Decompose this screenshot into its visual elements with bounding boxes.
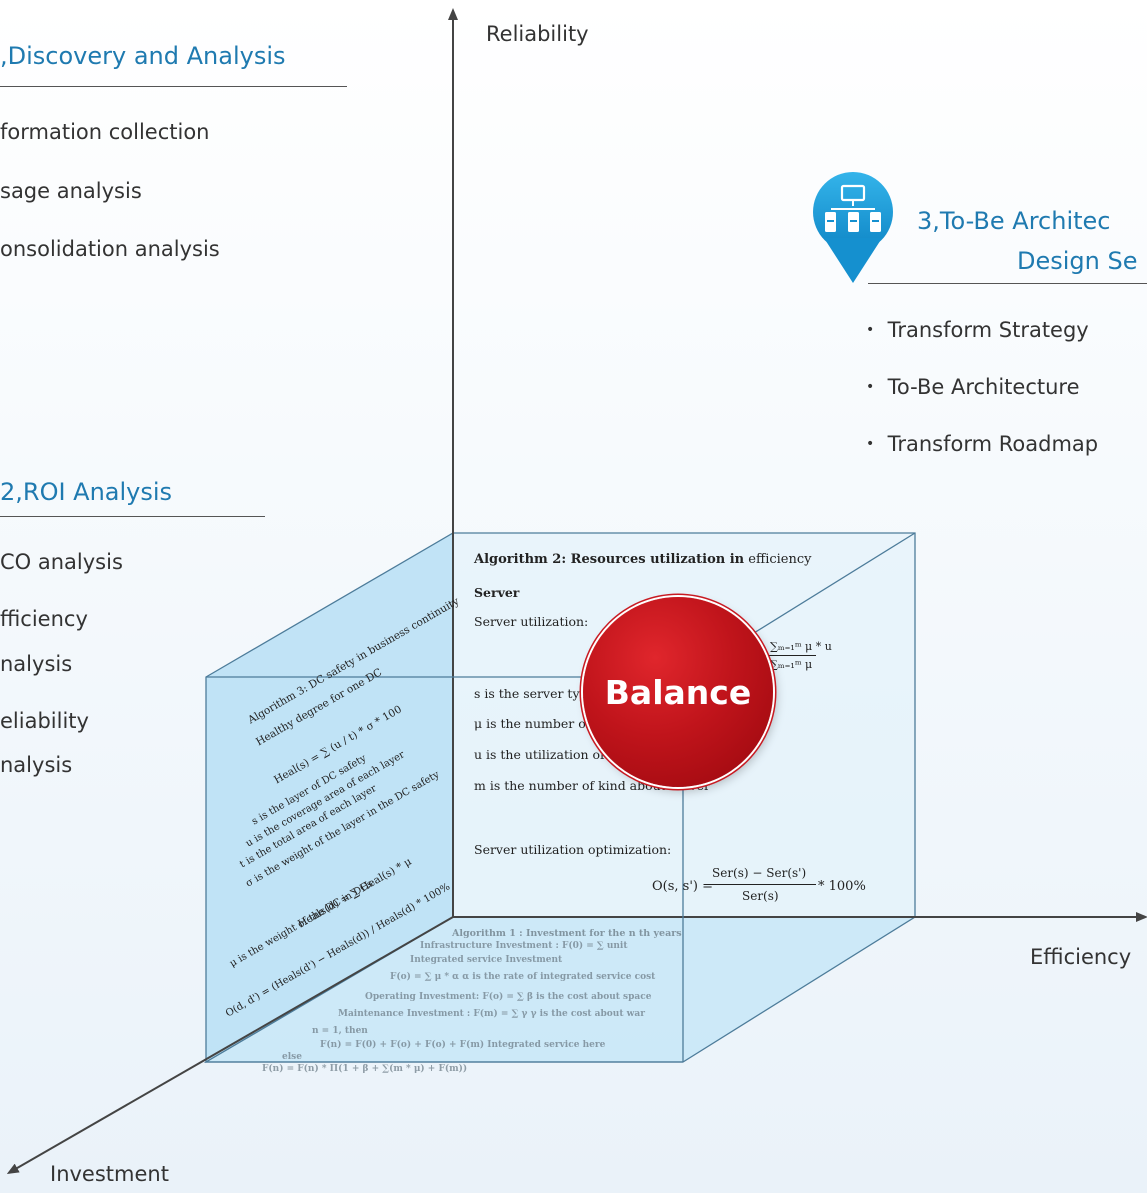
section2-rule xyxy=(0,516,265,517)
investment-axis-label: Investment xyxy=(50,1162,169,1186)
section2-item: fficiency xyxy=(0,607,88,631)
efficiency-axis-label: Efficiency xyxy=(1030,945,1132,969)
section2-item: CO analysis xyxy=(0,550,123,574)
algo2-line: u is the utilization of s xyxy=(474,747,616,762)
section3-item: • Transform Roadmap xyxy=(866,432,1099,456)
algo1-line: F(o) = ∑ μ * α α is the rate of integrat… xyxy=(390,972,656,982)
balance-badge: Balance xyxy=(583,597,773,787)
section2-title: 2,ROI Analysis xyxy=(0,478,173,506)
algo2-formula-num: Ser(s) − Ser(s') xyxy=(712,866,807,880)
algo1-line: Infrastructure Investment : F(0) = ∑ uni… xyxy=(420,941,628,951)
algo2-line: s is the server type xyxy=(474,686,595,701)
server-network-pin-icon xyxy=(813,172,893,283)
section1-item: formation collection xyxy=(0,120,210,144)
algo1-line: Maintenance Investment : F(m) = ∑ γ γ is… xyxy=(338,1009,645,1019)
balance-label: Balance xyxy=(604,672,752,712)
section2-item: eliability xyxy=(0,709,89,733)
algo2-opt: Server utilization optimization: xyxy=(474,842,672,857)
algo2-formula-den: Ser(s) xyxy=(742,889,779,903)
section3-item: • To-Be Architecture xyxy=(866,375,1080,399)
section1-item: sage analysis xyxy=(0,179,142,203)
section2-item: nalysis xyxy=(0,753,73,777)
section2-item: nalysis xyxy=(0,652,73,676)
section1-title: ,Discovery and Analysis xyxy=(0,42,286,70)
algo2-server: Server xyxy=(474,585,520,600)
algo2-frac-bottom: ∑ₘ₌₁ᵐ μ xyxy=(770,658,813,671)
reliability-axis-label: Reliability xyxy=(486,22,589,46)
section3-title-line1: 3,To-Be Architec xyxy=(917,207,1111,235)
algo2-title: Algorithm 2: Resources utilization in ef… xyxy=(474,552,812,567)
section3-item: • Transform Strategy xyxy=(866,318,1089,342)
section3-title-line2: Design Se xyxy=(1017,247,1138,275)
z-axis xyxy=(6,916,454,1174)
algo1-line: n = 1, then xyxy=(312,1026,368,1036)
algo1-title: Algorithm 1 : Investment for the n th ye… xyxy=(452,928,682,939)
algo2-server-util: Server utilization: xyxy=(474,614,589,629)
algo1-line: F(n) = F(n) * Π(1 + β + ∑(m * μ) + F(m)) xyxy=(262,1064,468,1074)
algo2-frac-top: ∑ₘ₌₁ᵐ μ * u xyxy=(770,640,832,653)
algo2-line: μ is the number of xyxy=(474,716,591,731)
section1-rule xyxy=(0,86,347,87)
algo2-formula: O(s, s') = xyxy=(652,879,714,894)
algo1-line: Operating Investment: F(o) = ∑ β is the … xyxy=(365,992,652,1002)
algo1-line: else xyxy=(282,1052,302,1062)
algo1-line: Integrated service Investment xyxy=(410,955,563,965)
algo1-line: F(n) = F(0) + F(o) + F(o) + F(m) Integra… xyxy=(320,1040,606,1050)
section1-item: onsolidation analysis xyxy=(0,237,220,261)
algo2-formula-tail: * 100% xyxy=(818,879,866,894)
section3-rule xyxy=(868,283,1147,284)
